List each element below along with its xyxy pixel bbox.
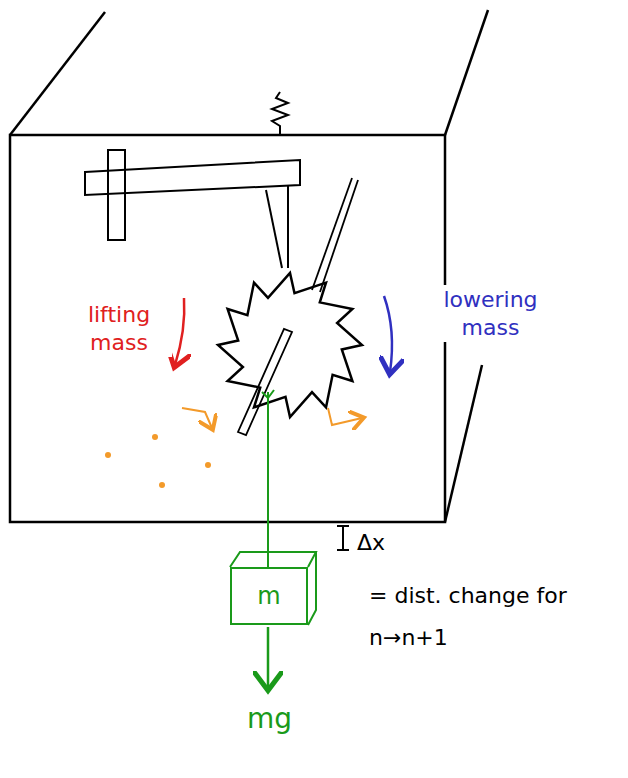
mass-box: m xyxy=(230,567,308,625)
housing xyxy=(10,10,488,522)
mass-box-sides xyxy=(230,552,316,625)
dimension-note: = dist. change for n→n+1 xyxy=(366,574,587,660)
spring xyxy=(272,92,288,135)
lowering-arrow xyxy=(384,296,392,372)
mass-label: m xyxy=(257,582,280,610)
string-knot xyxy=(262,390,274,398)
string xyxy=(267,392,269,567)
pawl-lever xyxy=(85,150,300,268)
dimension-label: Δx xyxy=(354,528,388,558)
motion-dots xyxy=(105,434,211,488)
motion-arrows xyxy=(182,408,362,428)
weight-arrow xyxy=(267,627,270,688)
ratchet-wheel xyxy=(218,273,362,417)
force-label: mg xyxy=(244,700,295,737)
direction-label: lowering mass xyxy=(420,285,561,342)
dimension-bar xyxy=(337,526,349,550)
crank xyxy=(238,178,358,435)
direction-label: lifting mass xyxy=(66,300,172,357)
lifting-arrow xyxy=(175,298,184,365)
